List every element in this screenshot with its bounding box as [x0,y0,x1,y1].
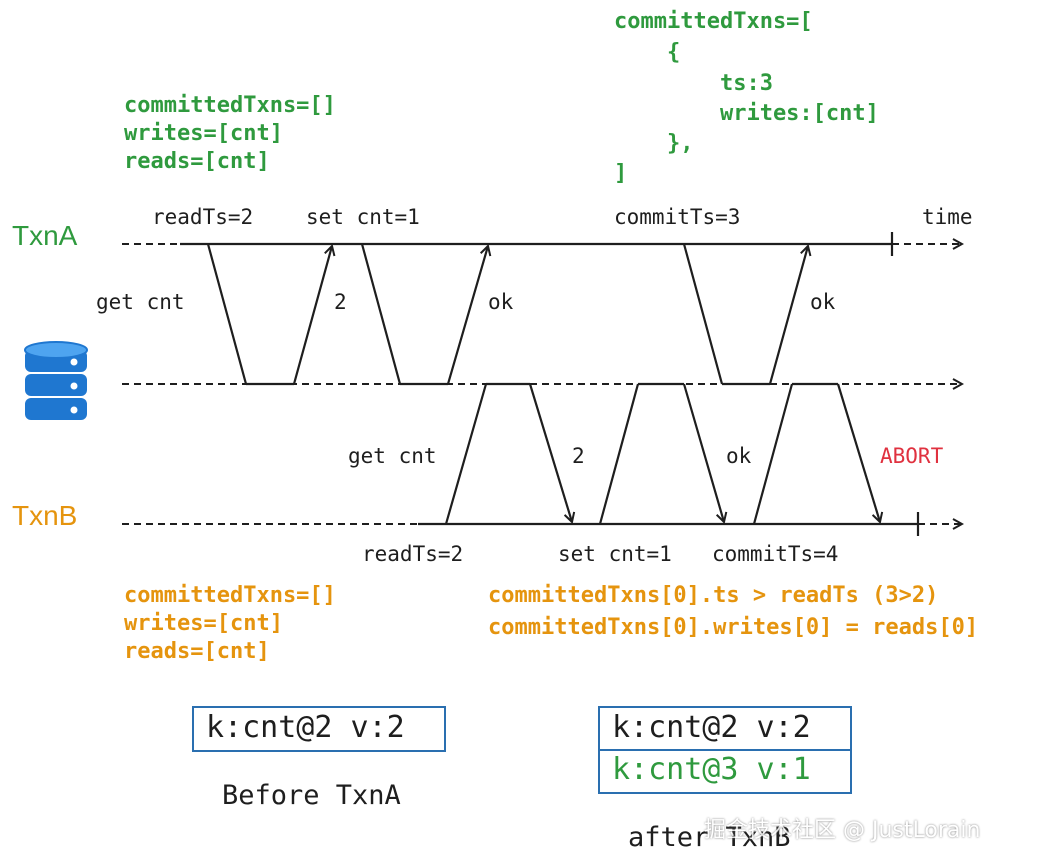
committed-txns-line-5: }, [614,131,694,156]
committed-txns-line-6: ] [614,161,628,186]
after-kv-row-2: k:cnt@3 v:1 [612,752,811,787]
txna-reply-value: 2 [334,290,347,314]
committed-txns-line-1: committedTxns=[ [614,9,813,34]
committed-txns-line-4: writes:[cnt] [614,101,879,126]
committed-txns-line-3: ts:3 [614,71,773,96]
txnb-set: set cnt=1 [558,542,672,566]
txna-ok-set: ok [488,290,514,314]
txna-commit-ts: commitTs=3 [614,205,741,229]
txnb-commit-ts: commitTs=4 [712,542,839,566]
conflict-check-ts: committedTxns[0].ts > readTs (3>2) [488,583,939,608]
txna-label: TxnA [12,220,78,251]
txna-ok-commit: ok [810,290,836,314]
txnb-read-ts: readTs=2 [362,542,464,566]
txna-read-ts: readTs=2 [152,205,254,229]
before-caption: Before TxnA [222,780,401,811]
txnb-committed-txns: committedTxns=[] [124,583,336,608]
after-kv-box: k:cnt@2 v:2 k:cnt@3 v:1 [598,706,852,794]
after-kv-divider [600,749,850,751]
watermark: 掘金技术社区 @ JustLorain [704,818,981,843]
txnb-get-cnt: get cnt [348,444,437,468]
txna-messages [206,243,808,385]
txna-set: set cnt=1 [306,205,420,229]
txna-committed-txns: committedTxns=[] [124,93,336,118]
txnb-label: TxnB [12,500,78,531]
txna-timeline [122,232,962,256]
before-kv-row: k:cnt@2 v:2 [206,710,405,745]
txnb-timeline [122,512,962,536]
txnb-reads: reads=[cnt] [124,639,270,664]
txnb-ok-set: ok [726,444,752,468]
txnb-reply-value: 2 [572,444,585,468]
committed-txns-line-2: { [614,40,681,65]
txna-get-cnt: get cnt [96,290,185,314]
conflict-check-writes: committedTxns[0].writes[0] = reads[0] [488,615,979,640]
txna-reads: reads=[cnt] [124,149,270,174]
before-kv-box: k:cnt@2 v:2 [192,706,446,752]
time-label: time [922,205,973,229]
after-kv-row-1: k:cnt@2 v:2 [612,710,811,745]
txnb-writes: writes=[cnt] [124,611,283,636]
txnb-abort: ABORT [880,444,944,468]
after-caption: after TxnB [628,822,791,853]
database-icon [24,341,88,420]
txnb-messages [444,383,880,525]
txna-writes: writes=[cnt] [124,121,283,146]
